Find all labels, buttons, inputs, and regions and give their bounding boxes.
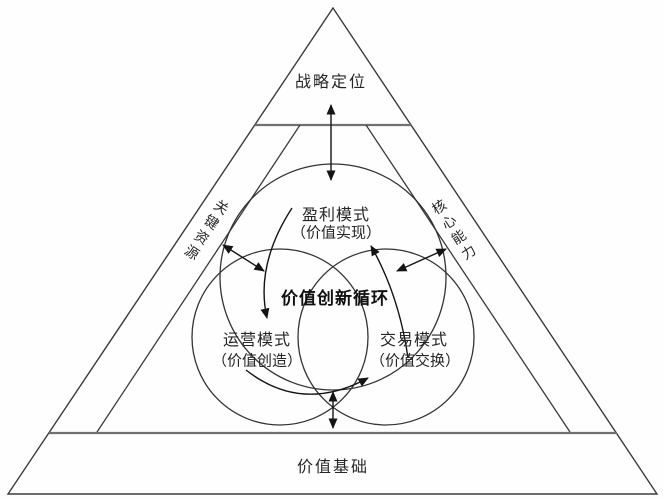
inner-left-boundary-line xyxy=(96,124,301,433)
value-foundation-label: 价值基础 xyxy=(296,458,370,476)
cycle-arc-operation-to-transaction xyxy=(245,369,369,395)
operation-model-sublabel: （价值创造） xyxy=(211,353,303,370)
operation-model-circle xyxy=(191,248,369,426)
cycle-arc-profit-to-operation xyxy=(260,207,293,319)
cycle-arc-transaction-to-profit xyxy=(370,245,409,359)
strategic-positioning-label: 战略定位 xyxy=(294,73,368,91)
outer-triangle xyxy=(6,6,659,495)
transaction-model-label: 交易模式 xyxy=(379,331,449,349)
operation-model-label: 运营模式 xyxy=(222,331,292,349)
profit-model-label: 盈利模式 xyxy=(301,206,371,224)
profit-model-sublabel: （价值实现） xyxy=(290,225,382,242)
transaction-model-sublabel: （价值交换） xyxy=(369,353,461,370)
core-capabilities-arrow xyxy=(396,248,447,272)
key-resources-arrow xyxy=(222,244,265,272)
transaction-model-circle xyxy=(297,248,475,426)
value-innovation-cycle-label: 价值创新循环 xyxy=(281,289,389,309)
inner-right-boundary-line xyxy=(365,124,571,433)
